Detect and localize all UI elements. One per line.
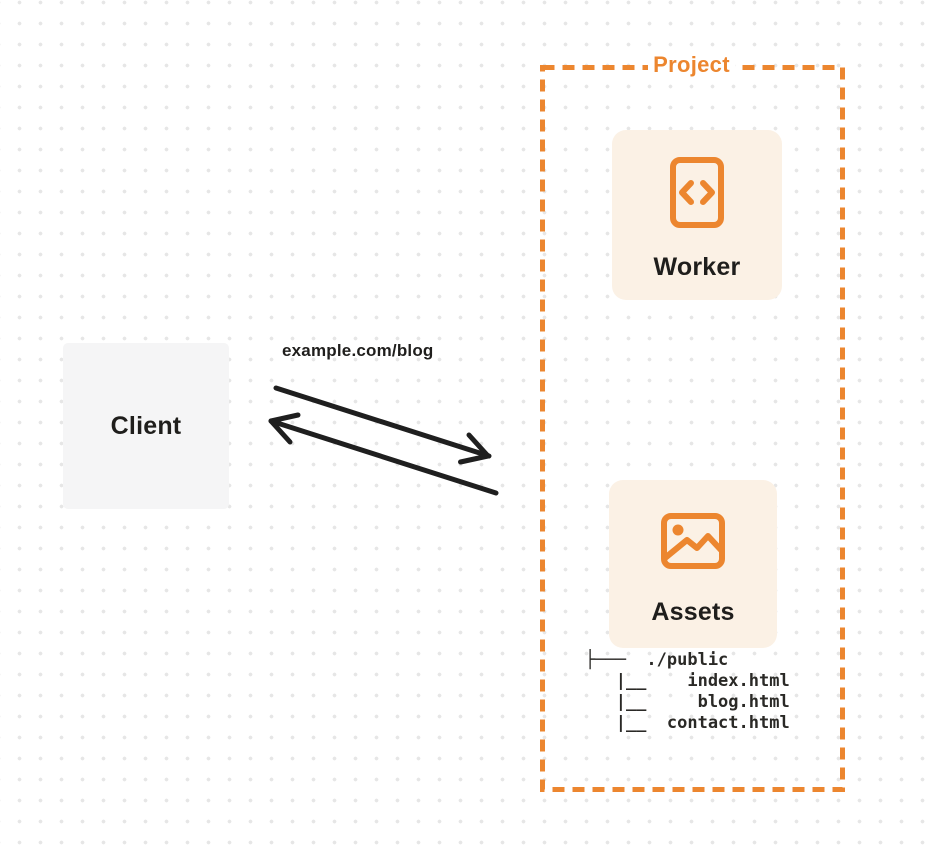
assets-file-tree: ├─── ./public |__ index.html |__ blog.ht… <box>585 650 790 733</box>
image-icon <box>661 513 725 569</box>
assets-node: Assets <box>609 480 777 648</box>
worker-node: Worker <box>612 130 782 300</box>
request-arrow <box>273 385 492 465</box>
worker-label: Worker <box>653 253 741 281</box>
assets-label: Assets <box>651 598 735 626</box>
response-arrow <box>268 412 499 496</box>
request-url-label: example.com/blog <box>282 341 434 360</box>
project-title: Project <box>648 51 735 79</box>
client-label: Client <box>110 411 182 440</box>
client-node: Client <box>63 343 229 509</box>
code-file-icon <box>670 157 724 228</box>
